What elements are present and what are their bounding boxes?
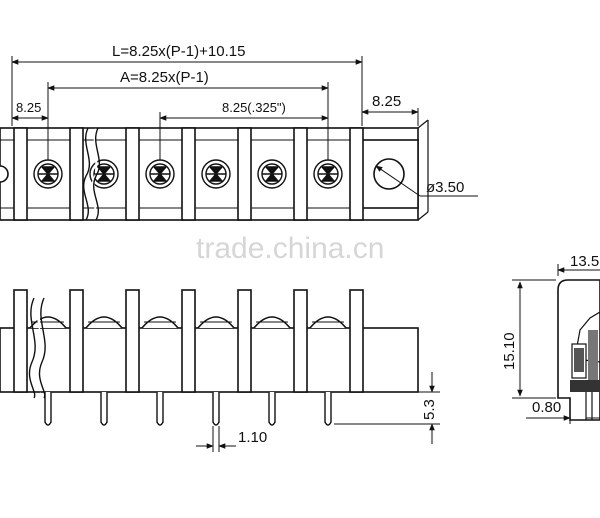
top-barriers: [13, 127, 364, 221]
front-barriers: [13, 289, 364, 393]
screw-5: [257, 159, 287, 189]
front-break-line: [28, 297, 46, 399]
front-pins: [44, 392, 332, 426]
pitch-inch-label: 8.25(.325"): [222, 100, 286, 115]
front-dimensions: [196, 372, 440, 452]
side-offset-label: 0.80: [532, 399, 561, 416]
top-break-line: [83, 127, 101, 221]
screw-6: [313, 159, 343, 189]
watermark: trade.china.cn: [196, 232, 384, 265]
mounting-ear: [359, 139, 419, 209]
pin-length-label: 5.3: [421, 399, 438, 420]
top-screws: [33, 159, 343, 189]
pin-width-label: 1.10: [238, 429, 267, 446]
mounting-hole: [373, 158, 405, 190]
side-dimensions: [512, 264, 600, 424]
screw-4: [201, 159, 231, 189]
top-dimensions: [11, 56, 478, 197]
pitch-span-label: A=8.25x(P-1): [120, 69, 209, 86]
end-pitch-left-label: 8.25: [16, 100, 41, 115]
screw-1: [33, 159, 63, 189]
screw-3: [145, 159, 175, 189]
hole-diameter-label: ø3.50: [426, 179, 464, 196]
overall-length-label: L=8.25x(P-1)+10.15: [112, 43, 245, 60]
side-height-label: 15.10: [501, 332, 518, 370]
side-depth-label: 13.5: [570, 253, 599, 270]
end-width-right-label: 8.25: [372, 93, 401, 110]
side-view: [557, 279, 600, 421]
